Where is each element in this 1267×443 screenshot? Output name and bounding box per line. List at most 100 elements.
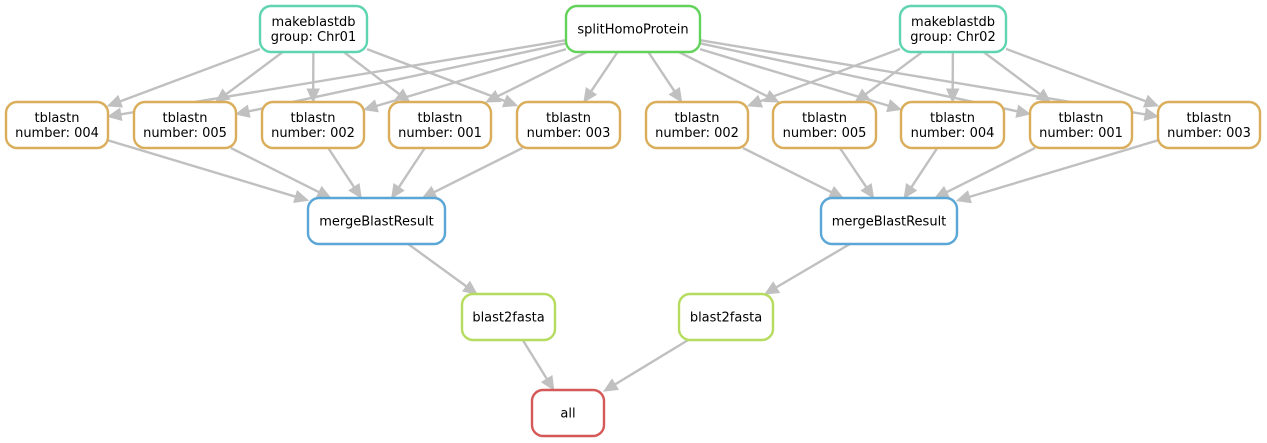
arrowhead-icon (106, 94, 124, 108)
edge-line (969, 139, 1159, 199)
edge-split-to-t1_001 (485, 50, 588, 103)
node-box (1156, 100, 1262, 150)
node-sublabel: group: Chr02 (910, 30, 995, 45)
node-sublabel: group: Chr01 (271, 30, 356, 45)
node-box (644, 100, 750, 150)
node-sublabel: number: 001 (398, 126, 482, 141)
node-label: mergeBlastResult (319, 215, 434, 230)
edge-mkdb1-to-t1_002 (306, 51, 320, 104)
arrowhead-icon (421, 185, 438, 199)
node-box (530, 388, 606, 438)
arrowhead-icon (306, 88, 320, 104)
node-label: tblastn (930, 111, 975, 126)
arrowhead-icon (1035, 88, 1052, 103)
edge-line (119, 47, 261, 103)
arrowhead-icon (764, 281, 781, 295)
edge-line (982, 51, 1041, 96)
edge-line (497, 50, 588, 98)
edge-split-to-t1_003 (583, 51, 619, 103)
edge-line (699, 42, 1018, 113)
edge-line (376, 47, 567, 108)
edge-line (759, 47, 901, 103)
node-box (132, 100, 238, 150)
edge-mkdb1-to-t1_003 (366, 48, 519, 108)
edge-merge1-to-b2f1 (407, 243, 478, 295)
edge-line (521, 339, 548, 380)
node-label: makeblastdb (911, 15, 995, 30)
arrowhead-icon (315, 185, 332, 199)
node-sublabel: number: 001 (1039, 126, 1123, 141)
edge-mkdb1-to-t1_005 (214, 51, 284, 103)
node-box (460, 292, 557, 342)
edge-t1_005-to-merge1 (230, 146, 332, 199)
edge-mkdb2-to-t2_002 (746, 47, 901, 108)
node-box (898, 4, 1008, 54)
edge-mkdb1-to-t1_001 (343, 51, 411, 103)
edge-line (1005, 47, 1147, 103)
arrowhead-icon (854, 88, 871, 103)
edge-b2f2-to-all (602, 338, 689, 392)
edge-line (647, 51, 676, 92)
edge-line (366, 48, 506, 103)
node-label: tblastn (1058, 111, 1103, 126)
arrowhead-icon (234, 104, 251, 118)
edge-line (248, 42, 567, 113)
arrowhead-icon (945, 88, 960, 104)
node-sublabel: number: 004 (15, 126, 99, 141)
node-split: splitHomoProtein (564, 4, 702, 54)
edge-split-to-t1_002 (362, 47, 567, 113)
arrowhead-icon (501, 94, 519, 108)
edge-merge2-to-b2f2 (764, 242, 851, 295)
node-merge1: mergeBlastResult (306, 196, 447, 246)
node-box (899, 100, 1006, 150)
node-label: splitHomoProtein (577, 23, 688, 38)
arrowhead-icon (1142, 94, 1160, 108)
edge-t1_004-to-merge1 (107, 139, 310, 204)
node-box (515, 100, 622, 150)
node-sublabel: number: 005 (783, 126, 867, 141)
edge-mkdb2-to-t2_001 (982, 51, 1052, 103)
node-all: all (530, 388, 606, 438)
edge-line (910, 147, 939, 188)
edge-line (327, 147, 356, 188)
arrowhead-icon (827, 185, 845, 199)
node-label: makeblastdb (272, 15, 356, 30)
node-box (387, 100, 493, 150)
edge-b2f1-to-all (521, 339, 555, 392)
node-label: all (560, 407, 575, 422)
arrowhead-icon (860, 183, 875, 199)
node-label: tblastn (802, 111, 847, 126)
arrowhead-icon (362, 99, 379, 113)
edge-line (678, 50, 768, 98)
node-box (677, 292, 775, 342)
node-label: tblastn (546, 111, 591, 126)
edge-line (699, 47, 889, 107)
arrowhead-icon (933, 185, 951, 199)
arrowhead-icon (602, 378, 620, 392)
node-label: blast2fasta (690, 311, 762, 326)
edge-t1_001-to-merge1 (391, 147, 426, 199)
arrowhead-icon (903, 182, 918, 199)
edge-line (230, 146, 320, 194)
arrowhead-icon (1143, 107, 1160, 121)
node-sublabel: number: 002 (655, 126, 739, 141)
edge-t2_004-to-merge2 (903, 147, 939, 199)
node-box (258, 4, 369, 54)
edge-t1_003-to-merge1 (421, 146, 524, 199)
edge-line (433, 146, 524, 194)
arrowhead-icon (461, 280, 478, 295)
edge-line (742, 146, 832, 194)
edge-t2_003-to-merge2 (955, 139, 1159, 204)
